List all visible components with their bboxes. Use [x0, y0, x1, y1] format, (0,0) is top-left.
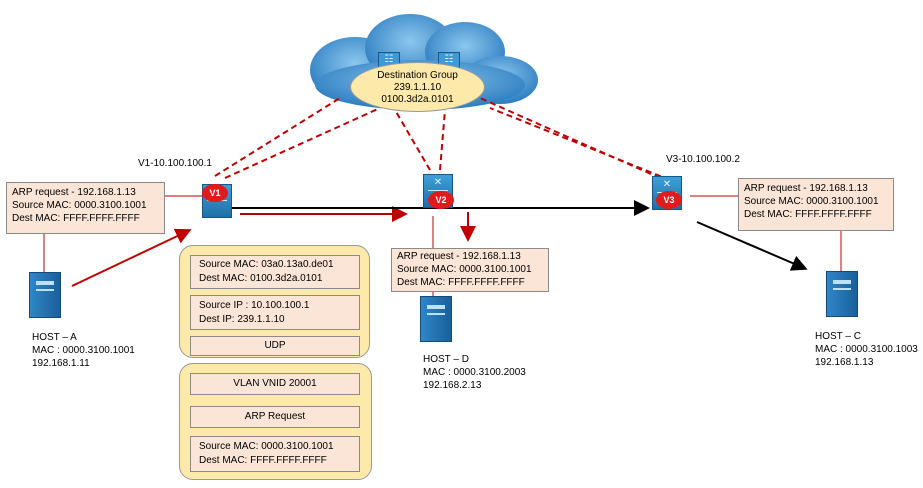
arp-request-box: ARP Request — [190, 406, 360, 428]
host-a-to-v1-arrow — [71, 228, 192, 287]
host-d-server-icon[interactable] — [420, 296, 452, 342]
host-d-mac: MAC : 0000.3100.2003 — [423, 367, 526, 378]
host-a-mac: MAC : 0000.3100.1001 — [32, 345, 135, 356]
multicast-tree-links — [214, 97, 671, 181]
outer-dest-ip: Dest IP: 239.1.1.10 — [199, 314, 285, 325]
outer-source-ip: Source IP : 10.100.100.1 — [199, 300, 310, 311]
arp-line: ARP request - 192.168.1.13 — [12, 187, 136, 198]
vxlan-vnid-box: VLAN VNID 20001 — [190, 373, 360, 395]
arp-line: Source MAC: 0000.3100.1001 — [12, 200, 147, 211]
inner-mac-box: Source MAC: 0000.3100.1001 Dest MAC: FFF… — [190, 436, 360, 472]
outer-source-mac: Source MAC: 03a0.13a0.de01 — [199, 259, 334, 270]
destination-group-mac: 0100.3d2a.0101 — [381, 94, 454, 105]
host-c-ip: 192.168.1.13 — [815, 357, 874, 368]
host-d-ip: 192.168.2.13 — [423, 380, 482, 391]
destination-group-title: Destination Group — [377, 70, 458, 81]
arp-line: Source MAC: 0000.3100.1001 — [397, 264, 532, 275]
host-c-mac: MAC : 0000.3100.1003 — [815, 344, 918, 355]
inner-dest-mac: Dest MAC: FFFF.FFFF.FFFF — [199, 455, 327, 466]
host-a-server-icon[interactable] — [29, 272, 61, 318]
outer-dest-mac: Dest MAC: 0100.3d2a.0101 — [199, 273, 323, 284]
vtep-v3-label: V3-10.100.100.2 — [666, 154, 740, 165]
host-c-info: HOST – C MAC : 0000.3100.1003 192.168.1.… — [815, 330, 918, 369]
v3-to-host-c-arrow — [696, 221, 808, 271]
vtep-v1-label: V1-10.100.100.1 — [138, 158, 212, 169]
arp-request-label: ARP Request — [244, 411, 306, 422]
host-d-info: HOST – D MAC : 0000.3100.2003 192.168.2.… — [423, 353, 526, 392]
inner-frame-group: VLAN VNID 20001 ARP Request Source MAC: … — [179, 363, 372, 480]
arp-box-v1: ARP request - 192.168.1.13 Source MAC: 0… — [6, 182, 165, 234]
vxlan-vnid-label: VLAN VNID 20001 — [233, 378, 317, 389]
outer-header-group: Source MAC: 03a0.13a0.de01 Dest MAC: 010… — [179, 245, 370, 358]
host-a-ip: 192.168.1.11 — [32, 358, 90, 369]
outer-mac-box: Source MAC: 03a0.13a0.de01 Dest MAC: 010… — [190, 255, 360, 289]
host-c-server-icon[interactable] — [826, 271, 858, 317]
inner-source-mac: Source MAC: 0000.3100.1001 — [199, 441, 334, 452]
host-a-name: HOST – A — [32, 332, 77, 343]
host-a-info: HOST – A MAC : 0000.3100.1001 192.168.1.… — [32, 331, 135, 370]
arp-line: Source MAC: 0000.3100.1001 — [744, 196, 879, 207]
vtep-v2-badge: V2 — [428, 191, 454, 209]
arp-line: Dest MAC: FFFF.FFFF.FFFF — [397, 277, 525, 288]
arp-line: ARP request - 192.168.1.13 — [397, 251, 521, 262]
destination-group: Destination Group 239.1.1.10 0100.3d2a.0… — [350, 62, 485, 112]
arp-line: Dest MAC: FFFF.FFFF.FFFF — [12, 213, 140, 224]
vtep-v1-badge: V1 — [202, 184, 228, 202]
udp-label: UDP — [264, 340, 286, 351]
arp-line: ARP request - 192.168.1.13 — [744, 183, 868, 194]
destination-group-ip: 239.1.1.10 — [393, 82, 442, 93]
arp-box-v3: ARP request - 192.168.1.13 Source MAC: 0… — [738, 178, 894, 231]
vtep-v3-badge: V3 — [656, 191, 682, 209]
host-d-name: HOST – D — [423, 354, 469, 365]
attachment-lines — [43, 195, 842, 296]
udp-box: UDP — [190, 336, 360, 356]
arp-line: Dest MAC: FFFF.FFFF.FFFF — [744, 209, 872, 220]
host-c-name: HOST – C — [815, 331, 861, 342]
arp-box-v2: ARP request - 192.168.1.13 Source MAC: 0… — [391, 248, 549, 292]
outer-ip-box: Source IP : 10.100.100.1 Dest IP: 239.1.… — [190, 295, 360, 330]
